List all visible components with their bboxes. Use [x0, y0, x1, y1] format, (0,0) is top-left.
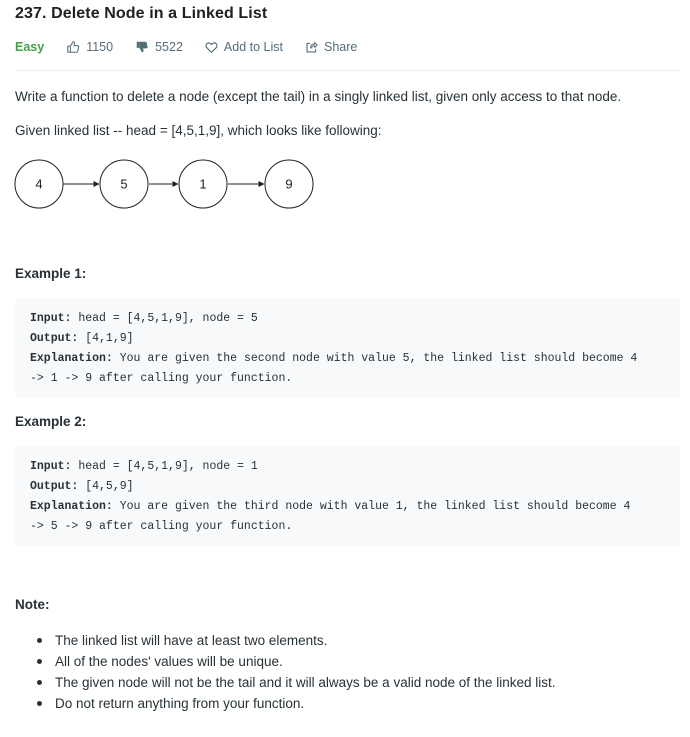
explanation-text: -> 5 -> 9 after calling your function. — [30, 520, 293, 533]
example-explanation-line: -> 5 -> 9 after calling your function. — [30, 517, 665, 537]
example-2-block: Input: head = [4,5,1,9], node = 1 Output… — [15, 446, 680, 546]
explanation-text: -> 1 -> 9 after calling your function. — [30, 372, 293, 385]
output-label: Output: — [30, 332, 79, 345]
output-value: [4,1,9] — [78, 332, 134, 345]
example-explanation-line: Explanation: You are given the second no… — [30, 349, 665, 369]
like-count: 1150 — [86, 40, 114, 54]
explanation-label: Explanation: — [30, 352, 113, 365]
example-input-line: Input: head = [4,5,1,9], node = 1 — [30, 457, 665, 477]
share-button[interactable]: Share — [305, 40, 357, 54]
description-paragraph: Write a function to delete a node (excep… — [15, 89, 622, 104]
example-1-heading: Example 1: — [15, 266, 87, 281]
linked-list-diagram: 4 5 1 9 — [14, 159, 314, 209]
node-value: 5 — [120, 177, 127, 192]
add-to-list-button[interactable]: Add to List — [205, 40, 283, 54]
header-divider — [15, 70, 680, 71]
list-node: 9 — [264, 159, 314, 209]
output-label: Output: — [30, 480, 79, 493]
example-2-heading: Example 2: — [15, 414, 87, 429]
list-node: 5 — [99, 159, 149, 209]
note-item: All of the nodes' values will be unique. — [15, 651, 556, 672]
list-node: 1 — [178, 159, 228, 209]
problem-meta-bar: Easy 1150 5522 Add to List — [15, 38, 379, 56]
heart-icon — [205, 41, 218, 53]
example-1-block: Input: head = [4,5,1,9], node = 5 Output… — [15, 298, 680, 398]
explanation-text: You are given the third node with value … — [112, 500, 631, 513]
example-input-line: Input: head = [4,5,1,9], node = 5 — [30, 309, 665, 329]
dislike-button[interactable]: 5522 — [135, 40, 183, 54]
add-to-list-label: Add to List — [223, 40, 283, 54]
node-value: 4 — [35, 177, 42, 192]
note-list: The linked list will have at least two e… — [15, 630, 556, 714]
difficulty-badge: Easy — [15, 40, 45, 54]
note-item: Do not return anything from your functio… — [15, 693, 556, 714]
share-label: Share — [323, 40, 358, 54]
input-value: head = [4,5,1,9], node = 1 — [71, 460, 258, 473]
note-item: The given node will not be the tail and … — [15, 672, 556, 693]
explanation-label: Explanation: — [30, 500, 113, 513]
example-output-line: Output: [4,1,9] — [30, 329, 665, 349]
input-label: Input: — [30, 312, 72, 325]
explanation-text: You are given the second node with value… — [112, 352, 638, 365]
thumbs-up-icon — [67, 41, 80, 53]
thumbs-down-icon — [136, 41, 148, 53]
note-heading: Note: — [15, 597, 50, 612]
list-node: 4 — [14, 159, 64, 209]
dislike-count: 5522 — [155, 40, 183, 54]
output-value: [4,5,9] — [78, 480, 134, 493]
example-explanation-line: Explanation: You are given the third nod… — [30, 497, 665, 517]
example-explanation-line: -> 1 -> 9 after calling your function. — [30, 369, 665, 389]
example-output-line: Output: [4,5,9] — [30, 477, 665, 497]
note-item: The linked list will have at least two e… — [15, 630, 556, 651]
linked-list-intro: Given linked list -- head = [4,5,1,9], w… — [15, 123, 382, 138]
input-label: Input: — [30, 460, 72, 473]
problem-title: 237. Delete Node in a Linked List — [15, 5, 268, 22]
input-value: head = [4,5,1,9], node = 5 — [71, 312, 258, 325]
like-button[interactable]: 1150 — [66, 40, 113, 54]
share-icon — [306, 41, 318, 53]
node-value: 9 — [285, 177, 292, 192]
node-value: 1 — [199, 177, 206, 192]
